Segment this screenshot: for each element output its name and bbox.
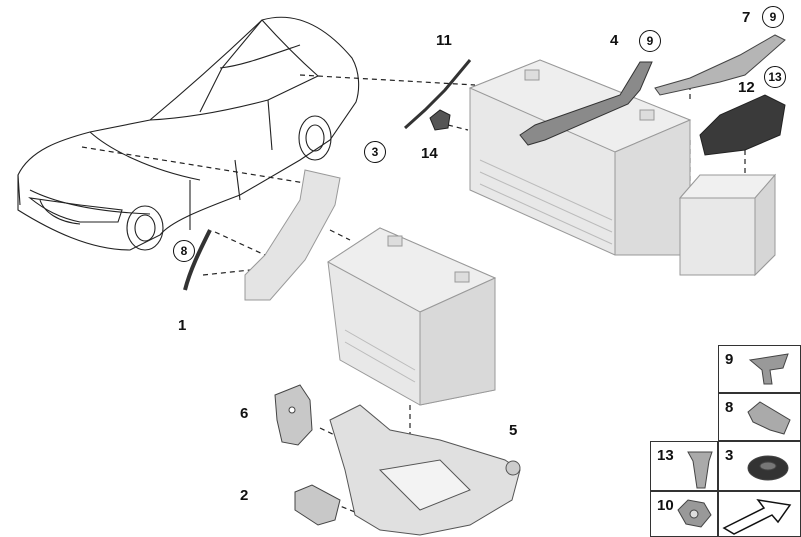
legend-label-10: 10 [657,497,674,514]
legend-cell-arrow [718,491,801,537]
legend-label-8: 8 [725,399,734,416]
legend-label-9: 9 [725,351,734,368]
callout-8-circle: 8 [173,240,195,262]
battery-tray [329,404,521,536]
bracket-2 [294,484,341,526]
callout-7: 7 [742,9,751,26]
callout-13-circle: 13 [764,66,786,88]
large-battery [468,59,692,256]
car-outline [17,16,360,251]
callout-14: 14 [421,145,438,162]
legend-cell-3: 3 [718,441,801,491]
callout-11: 11 [436,32,452,49]
callout-4: 4 [610,32,619,49]
legend-cell-8: 8 [718,393,801,441]
callout-2: 2 [240,487,249,504]
cable-11 [403,59,472,130]
bracket-6 [274,384,313,446]
clip-14 [429,109,451,131]
callout-6: 6 [240,405,249,422]
auxiliary-battery [678,173,777,277]
callout-12: 12 [738,79,755,96]
holder-plate [244,169,341,301]
callout-3-circle: 3 [364,141,386,163]
legend-cell-13: 13 [650,441,718,491]
callout-5: 5 [509,422,518,439]
legend-cell-10: 10 [650,491,718,537]
legend-label-3: 3 [725,447,734,464]
legend-label-13: 13 [657,447,674,464]
callout-9-circle: 9 [639,30,661,52]
battery-strap [519,61,653,146]
callout-1: 1 [178,317,187,334]
middle-battery [327,227,497,406]
legend-cell-9: 9 [718,345,801,393]
bracket-7 [654,34,786,96]
cable-1 [183,229,212,291]
cover-12 [699,94,786,156]
callout-9b-circle: 9 [762,6,784,28]
